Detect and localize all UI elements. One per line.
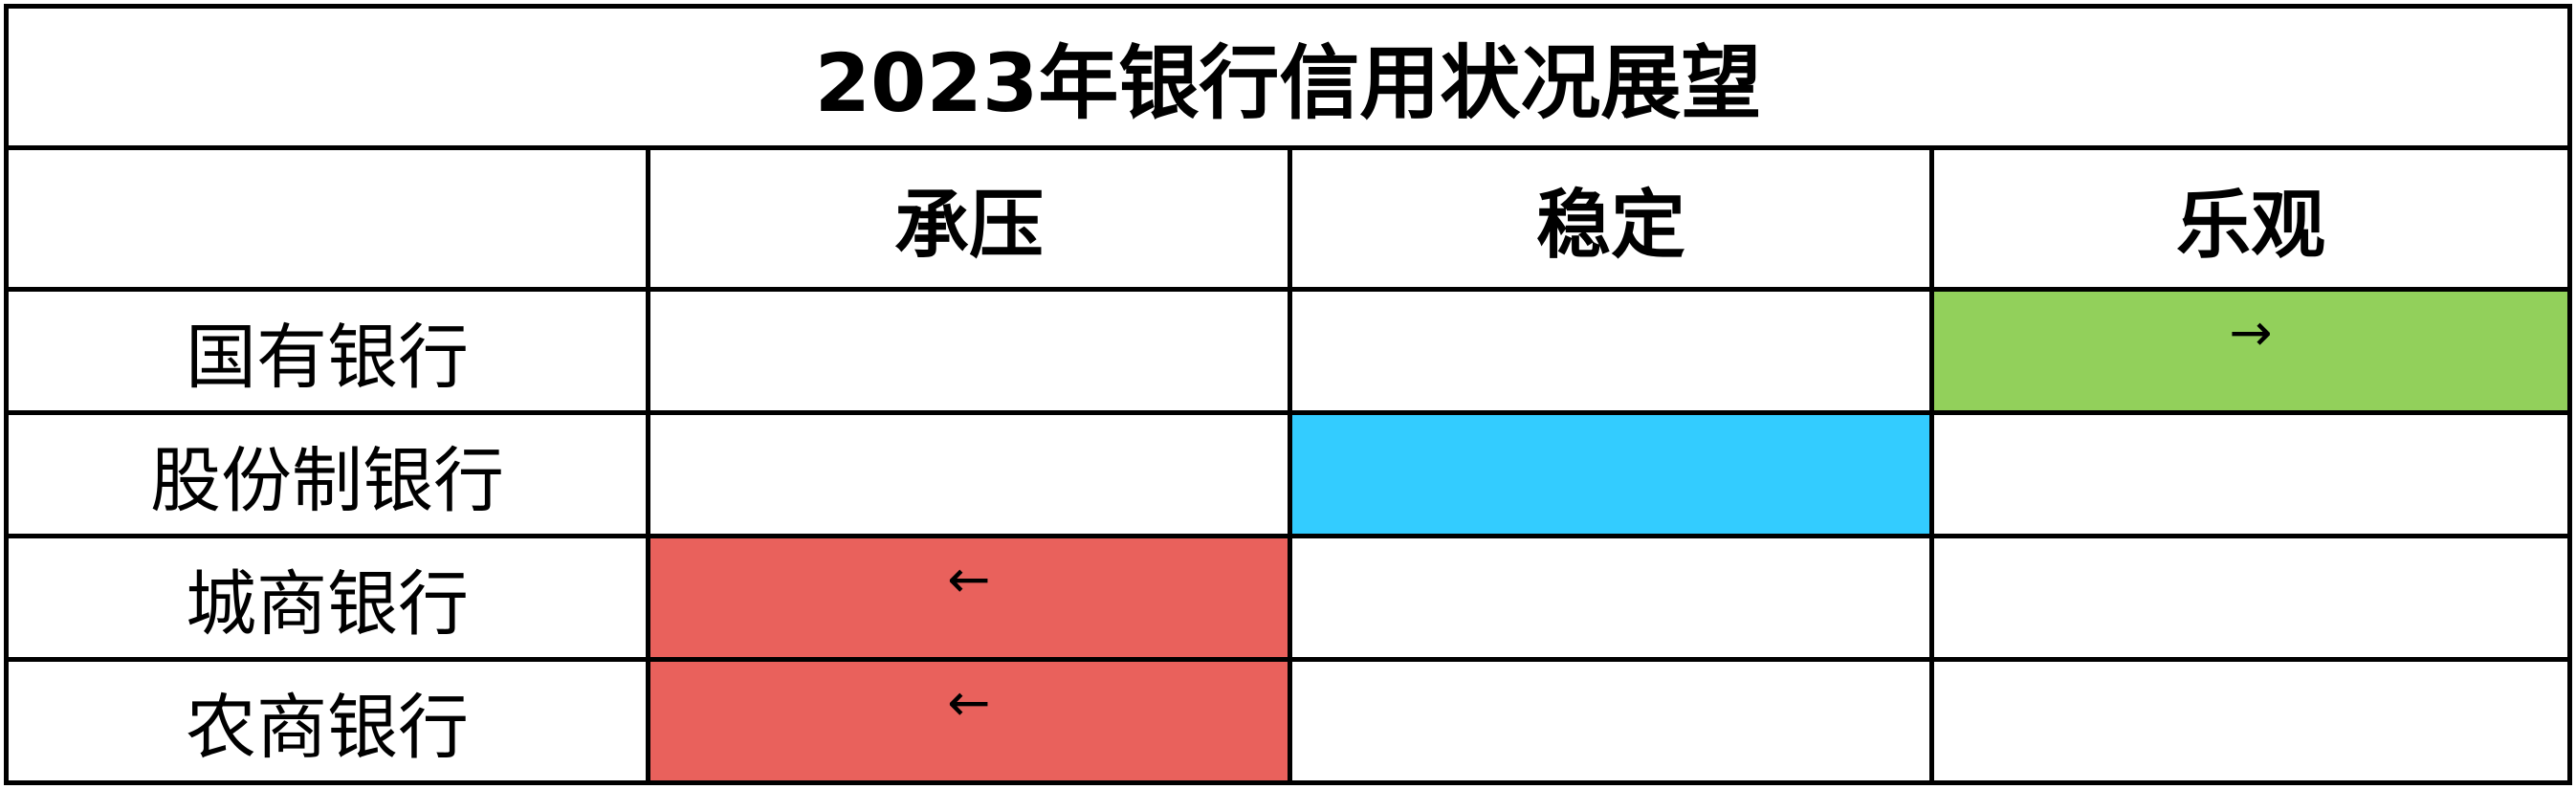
cell-rural-commercial-pressured: ← xyxy=(646,657,1292,785)
credit-outlook-table: 2023年银行信用状况展望 承压 稳定 乐观 国有银行 → 股份制银行 城商银行… xyxy=(4,4,2572,785)
table-outer-border xyxy=(4,4,2572,785)
cell-city-commercial-pressured: ← xyxy=(646,534,1292,662)
trend-arrow-right: → xyxy=(2229,302,2273,362)
cell-joint-stock-stable xyxy=(1288,410,1934,538)
trend-arrow-left: ← xyxy=(947,549,991,609)
trend-arrow-left: ← xyxy=(947,672,991,733)
